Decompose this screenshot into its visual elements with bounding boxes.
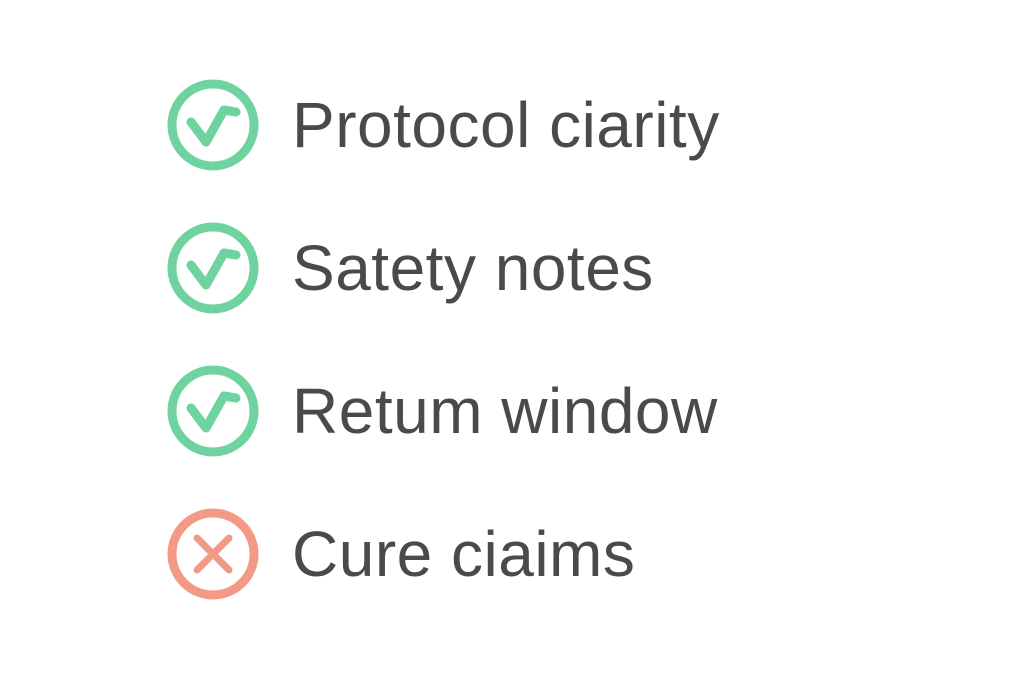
checklist-item-label: Protocol ciarity [292,89,720,161]
check-circle-icon [166,78,260,172]
checklist-item: Retum window [166,364,866,458]
checklist-item-label: Cure ciaims [292,518,636,590]
check-circle-icon [166,221,260,315]
x-circle-icon [166,507,260,601]
checklist: Protocol ciarity Satety notes Retum wind… [166,78,866,601]
check-circle-icon [166,364,260,458]
checklist-item: Protocol ciarity [166,78,866,172]
checklist-item-label: Retum window [292,375,718,447]
checklist-item: Satety notes [166,221,866,315]
checklist-item-label: Satety notes [292,232,654,304]
checklist-item: Cure ciaims [166,507,866,601]
